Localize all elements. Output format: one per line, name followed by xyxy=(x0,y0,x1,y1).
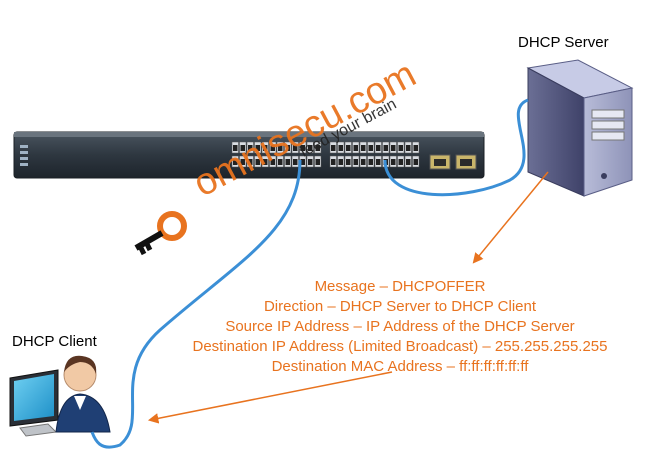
switch-port-block-1 xyxy=(231,141,322,168)
source-ip-line: Source IP Address – IP Address of the DH… xyxy=(225,318,575,335)
switch-port-socket xyxy=(233,159,238,165)
client-computer-icon xyxy=(9,355,111,437)
switch-port-socket xyxy=(255,159,260,165)
switch-port-socket xyxy=(263,145,268,151)
cable-switch-to-client xyxy=(90,159,302,449)
message-type-line: Message – DHCPOFFER xyxy=(314,278,486,295)
switch-port-socket xyxy=(368,159,373,165)
switch-port-socket xyxy=(331,159,336,165)
network-switch xyxy=(13,131,485,179)
switch-status-leds xyxy=(20,145,28,166)
switch-port-socket xyxy=(346,145,351,151)
switch-port-socket xyxy=(398,145,403,151)
switch-port-socket xyxy=(398,159,403,165)
arrow-server-to-message xyxy=(472,171,549,264)
switch-port-socket xyxy=(285,145,290,151)
switch-port-socket xyxy=(315,145,320,151)
direction-line: Direction – DHCP Server to DHCP Client xyxy=(263,298,537,315)
switch-port-socket xyxy=(391,145,396,151)
switch-port-socket xyxy=(353,159,358,165)
switch-port-socket xyxy=(248,145,253,151)
switch-port-socket xyxy=(406,159,411,165)
client-label: DHCP Client xyxy=(12,333,97,350)
switch-port-socket xyxy=(270,145,275,151)
switch-port-socket xyxy=(315,159,320,165)
switch-port-socket xyxy=(391,159,396,165)
watermark-key-icon xyxy=(134,211,187,256)
switch-port-socket xyxy=(240,159,245,165)
switch-port-socket xyxy=(413,145,418,151)
switch-port-socket xyxy=(346,159,351,165)
switch-port-socket xyxy=(376,159,381,165)
switch-port-block-2 xyxy=(329,141,420,168)
switch-port-socket xyxy=(376,145,381,151)
switch-port-socket xyxy=(300,145,305,151)
watermark-brand: omnisecu.com xyxy=(187,53,423,205)
server-label: DHCP Server xyxy=(518,34,609,51)
switch-port-socket xyxy=(353,145,358,151)
switch-port-socket xyxy=(263,159,268,165)
switch-port-socket xyxy=(300,159,305,165)
switch-port-socket xyxy=(338,145,343,151)
switch-port-socket xyxy=(278,159,283,165)
switch-port-socket xyxy=(270,159,275,165)
switch-port-socket xyxy=(331,145,336,151)
destination-mac-line: Destination MAC Address – ff:ff:ff:ff:ff… xyxy=(271,358,529,375)
switch-port-socket xyxy=(293,159,298,165)
switch-port-socket xyxy=(406,145,411,151)
server-icon xyxy=(526,59,634,197)
switch-port-socket xyxy=(233,145,238,151)
switch-uplink-ports xyxy=(429,154,477,170)
switch-port-socket xyxy=(413,159,418,165)
switch-port-socket xyxy=(278,145,283,151)
switch-port-socket xyxy=(285,159,290,165)
switch-port-socket xyxy=(361,145,366,151)
destination-ip-line: Destination IP Address (Limited Broadcas… xyxy=(192,338,608,355)
cable-switch-to-server xyxy=(383,98,529,197)
switch-port-socket xyxy=(361,159,366,165)
dhcp-offer-message-details: Message – DHCPOFFER Direction – DHCP Ser… xyxy=(140,277,660,377)
switch-port-socket xyxy=(240,145,245,151)
switch-port-socket xyxy=(308,145,313,151)
switch-port-socket xyxy=(255,145,260,151)
switch-port-socket xyxy=(368,145,373,151)
switch-port-socket xyxy=(248,159,253,165)
arrow-message-to-client xyxy=(147,371,393,424)
switch-port-socket xyxy=(338,159,343,165)
switch-port-socket xyxy=(308,159,313,165)
switch-port-socket xyxy=(383,145,388,151)
switch-port-socket xyxy=(293,145,298,151)
